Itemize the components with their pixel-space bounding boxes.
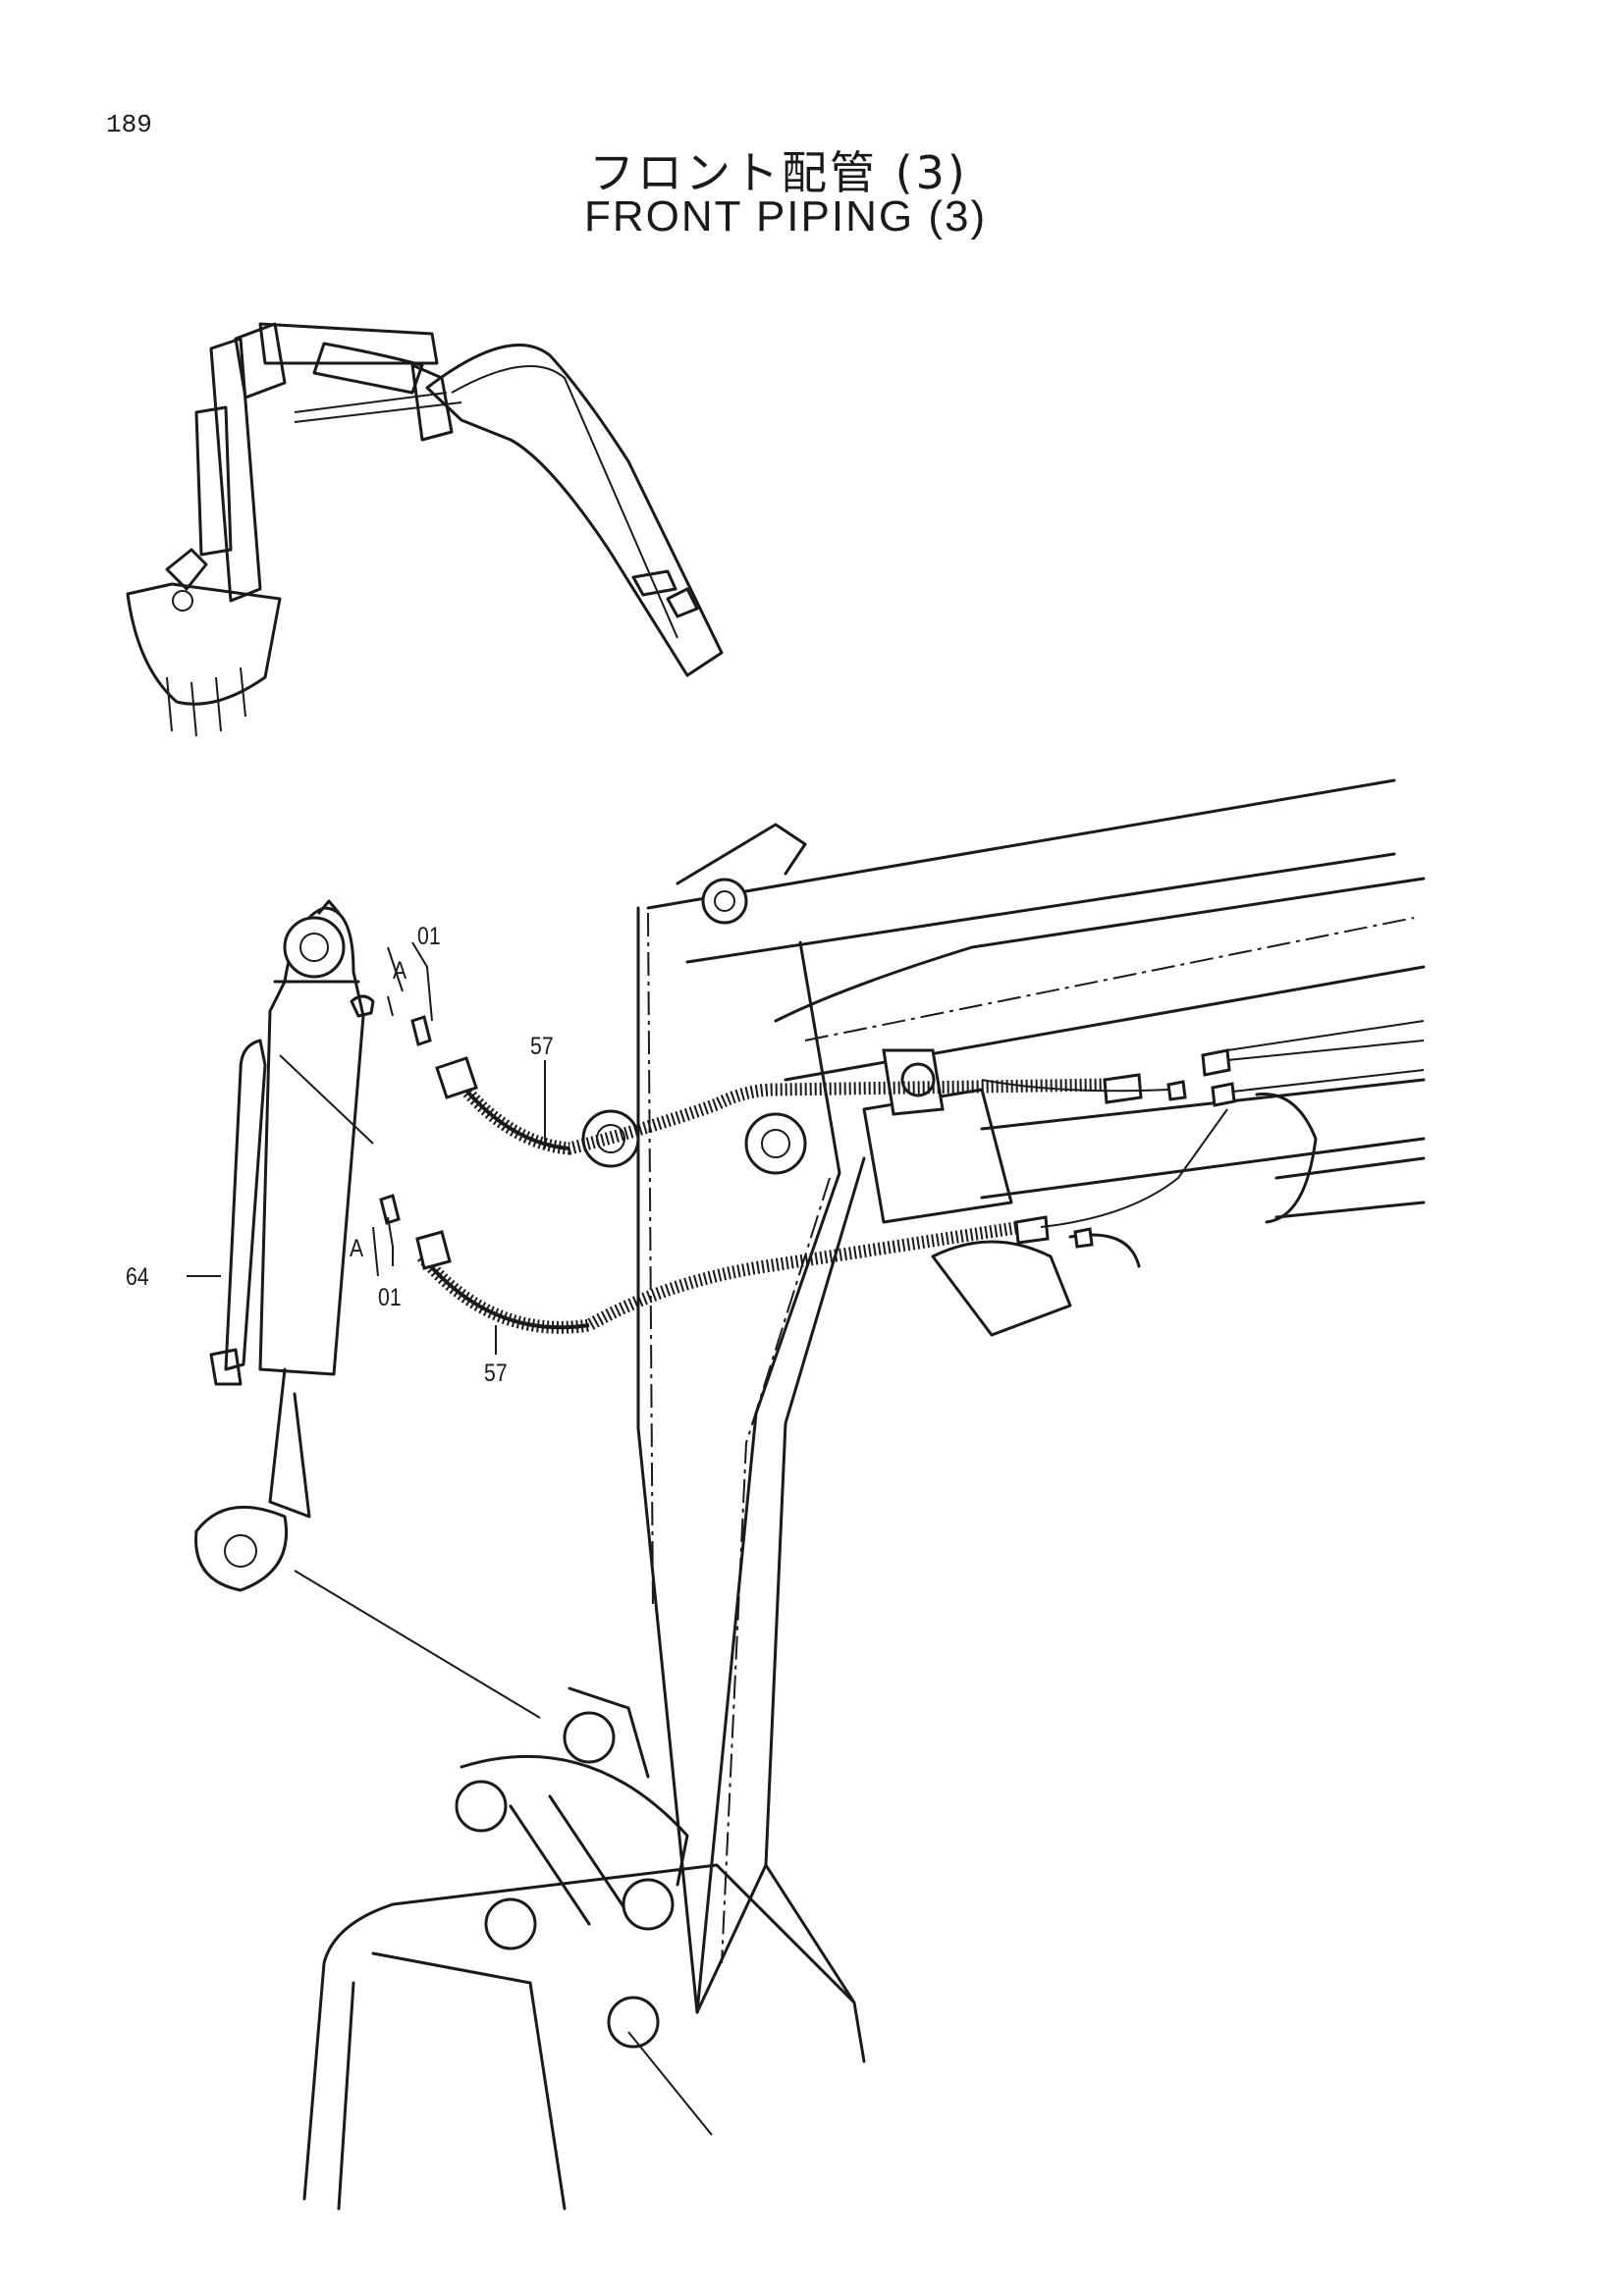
title-japanese: フロント配管 (3): [589, 146, 968, 199]
callout-A-bottom: A: [350, 1235, 364, 1262]
callout-57-bottom: 57: [484, 1360, 508, 1387]
page-number: 189: [106, 110, 152, 139]
callout-01-bottom: 01: [378, 1284, 402, 1311]
callout-A-top: A: [393, 957, 407, 985]
overview-boom-arm: [126, 322, 724, 737]
main-boom-structure: [581, 778, 1426, 2063]
callout-01-top: 01: [417, 923, 441, 950]
arm-cylinder: [194, 899, 541, 1719]
hoses-and-fittings: [379, 1015, 1425, 1334]
callout-leaders: [187, 941, 546, 1355]
title-english: FRONT PIPING (3): [584, 192, 988, 240]
swing-bracket: [302, 1686, 856, 2211]
callout-64: 64: [126, 1263, 149, 1291]
callout-57-top: 57: [530, 1033, 554, 1060]
